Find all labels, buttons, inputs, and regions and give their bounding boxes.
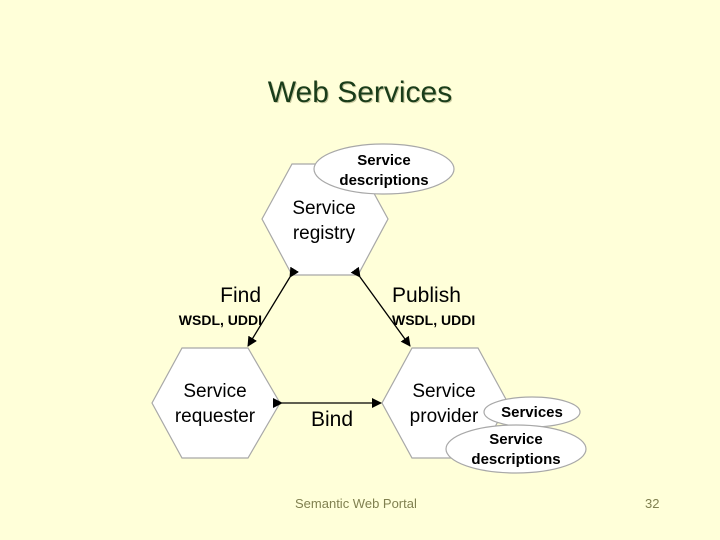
find-arrow [247, 266, 299, 347]
provider-descriptions-line2: descriptions [471, 451, 560, 468]
footer-title: Semantic Web Portal [295, 496, 417, 511]
find-protocol-label: WSDL, UDDI [179, 312, 262, 328]
registry-descriptions-ellipse [313, 143, 455, 195]
service-requester-label-line2: requester [175, 406, 256, 427]
registry-descriptions-line1: Service [357, 152, 410, 169]
provider-descriptions-ellipse [445, 424, 587, 474]
slide-title: Web Services [267, 76, 453, 109]
service-registry-label-line1: Service [292, 198, 355, 219]
publish-arrow [350, 266, 411, 347]
service-requester-label-line1: Service [183, 381, 246, 402]
page-number: 32 [645, 496, 660, 511]
bind-label: Bind [311, 408, 353, 431]
service-provider-label-line1: Service [412, 381, 475, 402]
publish-protocol-label: WSDL, UDDI [392, 312, 475, 328]
find-label: Find [220, 284, 261, 307]
publish-label: Publish [392, 284, 461, 307]
registry-descriptions-line2: descriptions [339, 172, 428, 189]
service-provider-label-line2: provider [410, 406, 479, 427]
service-registry-label-line2: registry [293, 223, 356, 244]
service-requester-hexagon [151, 347, 281, 459]
provider-descriptions-line1: Service [489, 431, 542, 448]
provider-services-label: Services [501, 404, 563, 421]
